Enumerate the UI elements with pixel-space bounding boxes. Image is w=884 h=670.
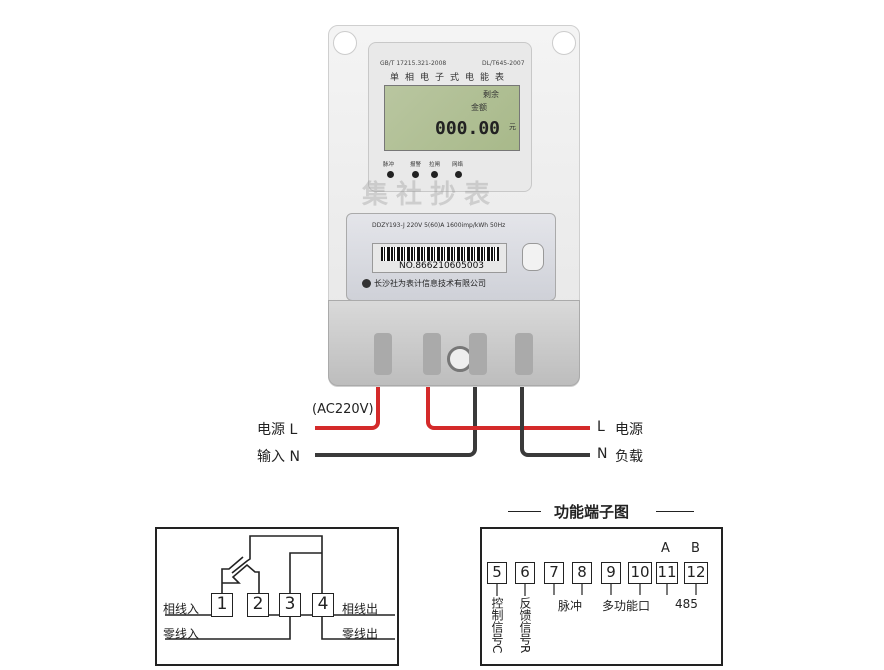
out-n-letter: N bbox=[597, 446, 608, 462]
terminal-screw bbox=[515, 333, 533, 375]
terminal-2: 2 bbox=[247, 593, 269, 617]
out-l-letter: L bbox=[597, 419, 605, 435]
terminal-5: 5 bbox=[487, 562, 507, 584]
meter-spec: DDZY193-J 220V 5(60)A 1600imp/kWh 50Hz bbox=[372, 222, 506, 229]
function-terminal-leads bbox=[496, 584, 697, 596]
lcd-line1: 剩余 bbox=[483, 90, 499, 99]
title-rule bbox=[656, 511, 694, 512]
phase-out-label: 相线出 bbox=[342, 602, 379, 616]
main-terminal-lines bbox=[165, 535, 395, 640]
indicator-led bbox=[431, 171, 438, 178]
meter-title: 单相电子式电能表 bbox=[390, 73, 511, 83]
phase-in-label: 相线入 bbox=[163, 602, 200, 616]
multifunction-label: 多功能口 bbox=[602, 599, 651, 613]
function-terminal-diagram bbox=[480, 527, 723, 666]
indicator-label: 拉闸 bbox=[429, 162, 441, 168]
neutral-in-wire bbox=[315, 385, 477, 457]
mount-hole bbox=[552, 31, 576, 55]
lcd-value: 000.00 bbox=[435, 118, 501, 139]
live-out-wire bbox=[426, 385, 590, 430]
label-b: B bbox=[691, 541, 700, 556]
title-rule bbox=[508, 511, 541, 512]
lcd-unit: 元 bbox=[509, 123, 516, 131]
lcd-line2: 金额 bbox=[471, 103, 487, 112]
standard-left: GB/T 17215.321-2008 bbox=[380, 60, 447, 67]
indicator-led bbox=[412, 171, 419, 178]
mount-hole bbox=[333, 31, 357, 55]
control-signal-label: 控制信号C bbox=[490, 597, 504, 654]
serial-number: NO.866210605003 bbox=[399, 261, 485, 271]
pulse-label: 脉冲 bbox=[558, 599, 583, 613]
source-l-label: 电源 L bbox=[257, 422, 298, 438]
terminal-screw bbox=[469, 333, 487, 375]
indicator-label: 脉冲 bbox=[383, 162, 395, 168]
input-n-label: 输入 N bbox=[257, 449, 300, 465]
terminal-7: 7 bbox=[544, 562, 564, 584]
manufacturer: 长沙社为表计信息技术有限公司 bbox=[374, 279, 486, 288]
label-a: A bbox=[661, 541, 670, 556]
neutral-in-label: 零线入 bbox=[163, 627, 200, 641]
logo-icon bbox=[362, 279, 371, 288]
main-terminal-diagram bbox=[155, 527, 399, 666]
terminal-6: 6 bbox=[515, 562, 535, 584]
indicator-label: 报警 bbox=[410, 162, 422, 168]
out-source-label: 电源 bbox=[615, 422, 643, 438]
terminal-4: 4 bbox=[312, 593, 334, 617]
lcd-screen: 剩余 金额 000.00 元 bbox=[384, 85, 520, 151]
live-in-wire bbox=[315, 385, 380, 430]
terminal-8: 8 bbox=[572, 562, 592, 584]
feedback-signal-label: 反馈信号R bbox=[518, 597, 532, 654]
terminal-10: 10 bbox=[628, 562, 652, 584]
load-label: 负载 bbox=[615, 449, 643, 465]
terminal-3: 3 bbox=[279, 593, 301, 617]
terminal-1: 1 bbox=[211, 593, 233, 617]
indicator-label: 网络 bbox=[452, 162, 464, 168]
terminal-9: 9 bbox=[601, 562, 621, 584]
terminal-12: 12 bbox=[684, 562, 708, 584]
standard-right: DL/T645-2007 bbox=[482, 60, 525, 67]
terminal-block bbox=[328, 300, 580, 386]
function-terminal-title: 功能端子图 bbox=[554, 503, 630, 521]
rs485-label: 485 bbox=[675, 597, 698, 611]
terminal-11: 11 bbox=[656, 562, 678, 584]
program-button bbox=[522, 243, 544, 271]
terminal-screw bbox=[423, 333, 441, 375]
indicator-led bbox=[455, 171, 462, 178]
terminal-screw bbox=[374, 333, 392, 375]
watermark: 集社抄表 bbox=[362, 180, 499, 210]
barcode: NO.866210605003 bbox=[372, 243, 507, 273]
indicator-led bbox=[387, 171, 394, 178]
neutral-out-wire bbox=[520, 385, 590, 457]
neutral-out-label: 零线出 bbox=[342, 627, 379, 641]
voltage-label: (AC220V) bbox=[312, 402, 374, 417]
